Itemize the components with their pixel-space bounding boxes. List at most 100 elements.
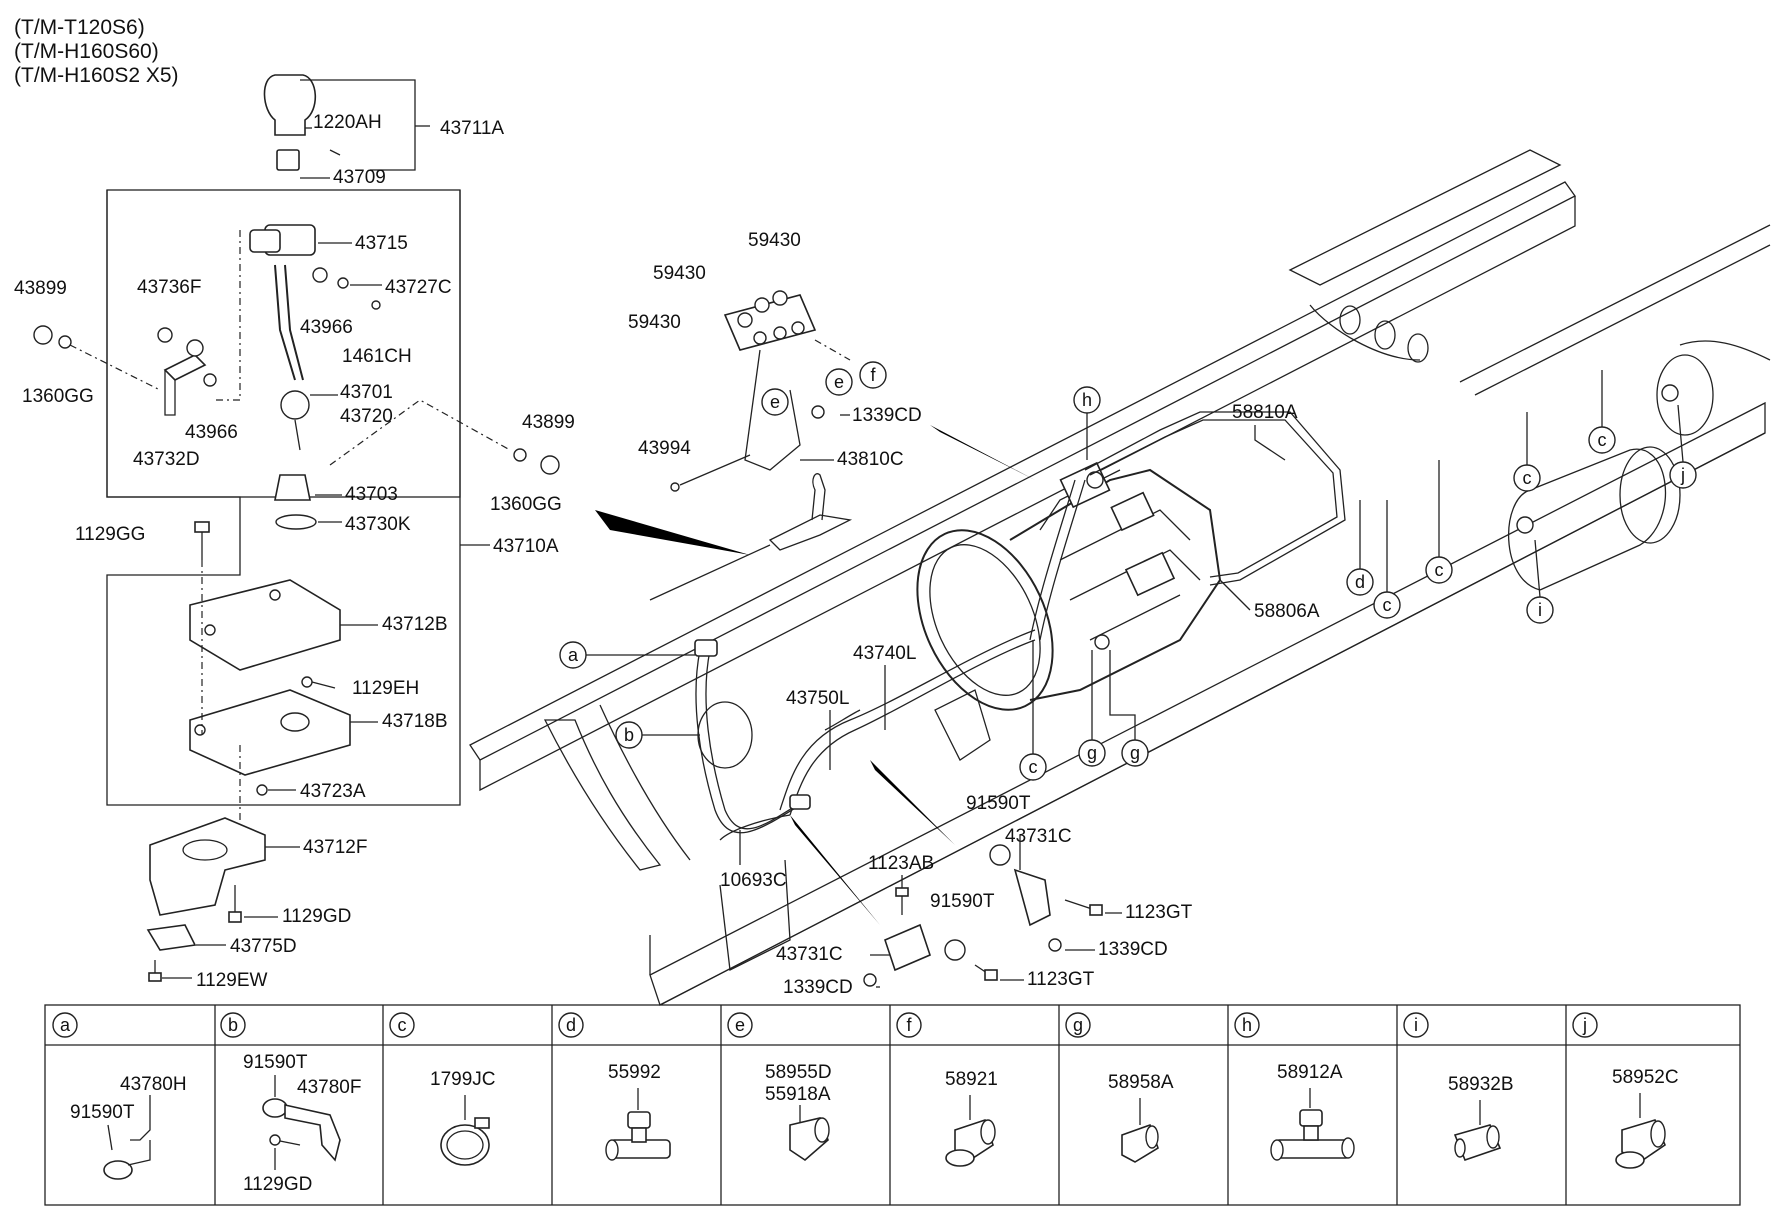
label-1129EW: 1129EW xyxy=(196,970,268,991)
label-43715: 43715 xyxy=(355,233,408,254)
label-43727C: 43727C xyxy=(385,277,452,298)
callout-c-1: c xyxy=(1598,430,1607,450)
label-43994: 43994 xyxy=(638,438,691,459)
legend-i-58932B: 58932B xyxy=(1448,1074,1514,1095)
pointer-wedge-valve xyxy=(930,425,1035,480)
label-43723A: 43723A xyxy=(300,781,366,802)
label-43709: 43709 xyxy=(333,167,386,188)
label-43720: 43720 xyxy=(340,406,393,427)
callout-c-2: c xyxy=(1523,468,1532,488)
label-43718B: 43718B xyxy=(382,711,448,732)
variant-line-3: (T/M-H160S2 X5) xyxy=(14,64,179,87)
label-59430-mid: 59430 xyxy=(653,263,706,284)
callout-a: a xyxy=(568,645,579,665)
valve-block xyxy=(670,290,851,492)
legend-f-58921: 58921 xyxy=(945,1069,998,1090)
variant-line-2: (T/M-H160S60) xyxy=(14,40,159,63)
label-43810C: 43810C xyxy=(837,449,904,470)
callout-b: b xyxy=(624,725,634,745)
callout-d: d xyxy=(1355,572,1365,592)
pointer-wedge-bracket1 xyxy=(790,815,880,925)
label-1220AH: 1220AH xyxy=(313,112,382,133)
legend-key-d: d xyxy=(566,1015,576,1035)
legend-h-58912A: 58912A xyxy=(1277,1062,1343,1083)
lower-brackets xyxy=(863,844,1103,987)
legend-d-55992: 55992 xyxy=(608,1062,661,1083)
legend-a-43780H: 43780H xyxy=(120,1074,187,1095)
legend-j-58952C: 58952C xyxy=(1612,1067,1679,1088)
label-1129GG: 1129GG xyxy=(75,524,145,545)
label-43712F: 43712F xyxy=(303,837,367,858)
leader-lines xyxy=(162,127,1286,988)
pointer-wedge-bracket2 xyxy=(870,760,955,845)
label-91590T-upper: 91590T xyxy=(966,793,1031,814)
callout-markers: a b h e e f c c c c c d g xyxy=(559,361,1697,781)
legend-b-1129GD: 1129GD xyxy=(243,1174,312,1195)
callout-i: i xyxy=(1538,600,1542,620)
label-43732D: 43732D xyxy=(133,449,200,470)
legend-b-91590T: 91590T xyxy=(243,1052,308,1073)
callout-j: j xyxy=(1680,465,1685,485)
label-43730K: 43730K xyxy=(345,514,411,535)
legend-key-i: i xyxy=(1414,1015,1418,1035)
transmission xyxy=(916,461,1222,711)
legend-b-43780F: 43780F xyxy=(297,1077,361,1098)
pointer-wedge-lever xyxy=(595,510,750,555)
callout-h: h xyxy=(1082,390,1092,410)
fuel-tank xyxy=(1507,340,1771,591)
legend-table: a b c d e f g h i j 43780H 91590T 91590T… xyxy=(44,1004,1741,1206)
legend-key-b: b xyxy=(228,1015,238,1035)
label-43731C-lower: 43731C xyxy=(776,944,843,965)
label-43711A: 43711A xyxy=(440,118,504,139)
label-91590T-lower: 91590T xyxy=(930,891,995,912)
label-43750L: 43750L xyxy=(786,688,849,709)
legend-e-58955D: 58955D xyxy=(765,1062,832,1083)
label-1339CD-lower-right: 1339CD xyxy=(1098,939,1168,960)
frame-shift-lever xyxy=(649,473,853,601)
shift-cable xyxy=(694,639,861,834)
callout-g-2: g xyxy=(1130,743,1140,763)
label-1339CD-upper: 1339CD xyxy=(852,405,922,426)
label-43703: 43703 xyxy=(345,484,398,505)
label-43899-right: 43899 xyxy=(522,412,575,433)
callout-e-left: e xyxy=(770,392,780,412)
legend-key-j: j xyxy=(1582,1015,1587,1035)
legend-key-f: f xyxy=(906,1015,912,1035)
legend-a-91590T: 91590T xyxy=(70,1102,135,1123)
label-1123GT-upper: 1123GT xyxy=(1125,902,1193,923)
callout-c-5: c xyxy=(1029,757,1038,777)
label-43966-lower: 43966 xyxy=(185,422,238,443)
label-58810A: 58810A xyxy=(1232,402,1298,423)
label-43899-left: 43899 xyxy=(14,278,67,299)
label-43701: 43701 xyxy=(340,382,393,403)
label-59430-top: 59430 xyxy=(748,230,801,251)
label-10693C: 10693C xyxy=(720,870,787,891)
legend-e-55918A: 55918A xyxy=(765,1084,831,1105)
callout-f: f xyxy=(870,365,876,385)
label-43966-upper: 43966 xyxy=(300,317,353,338)
legend-key-c: c xyxy=(398,1015,407,1035)
legend-key-e: e xyxy=(735,1015,745,1035)
label-43710A: 43710A xyxy=(493,536,559,557)
shifter-assembly xyxy=(33,74,560,982)
label-1123GT-lower: 1123GT xyxy=(1027,969,1095,990)
legend-c-1799JC: 1799JC xyxy=(430,1069,496,1090)
label-1129EH: 1129EH xyxy=(352,678,419,699)
hydraulic-lines xyxy=(719,411,1346,841)
label-43731C-upper: 43731C xyxy=(1005,826,1072,847)
callout-c-4: c xyxy=(1383,595,1392,615)
label-43736F: 43736F xyxy=(137,277,201,298)
label-1129GD: 1129GD xyxy=(282,906,351,927)
label-43740L: 43740L xyxy=(853,643,916,664)
legend-key-h: h xyxy=(1242,1015,1252,1035)
label-59430-low: 59430 xyxy=(628,312,681,333)
label-58806A: 58806A xyxy=(1254,601,1320,622)
callout-e-right: e xyxy=(834,372,844,392)
label-1123AB: 1123AB xyxy=(868,853,934,874)
variant-line-1: (T/M-T120S6) xyxy=(14,16,145,39)
label-1461CH: 1461CH xyxy=(342,346,412,367)
callout-g-1: g xyxy=(1087,743,1097,763)
label-43775D: 43775D xyxy=(230,936,297,957)
legend-key-a: a xyxy=(60,1015,71,1035)
